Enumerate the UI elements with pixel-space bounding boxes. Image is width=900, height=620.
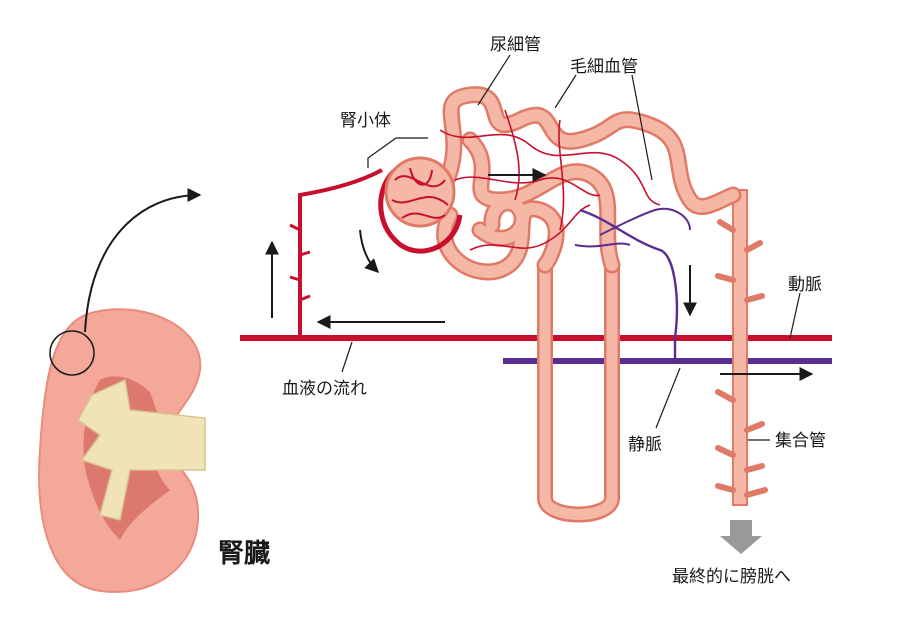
capillary-network [439,109,691,361]
bladder-arrow [720,520,762,554]
blood-flow-label: 血液の流れ [282,379,367,399]
collecting-duct-label: 集合管 [775,431,826,451]
glomerulus [378,156,463,254]
renal-tubule-label: 尿細管 [490,35,541,55]
capillary-label: 毛細血管 [570,57,638,77]
to-bladder-label: 最終的に膀胱へ [672,567,791,587]
artery-label: 動脈 [788,275,822,295]
kidney-illustration [38,188,206,593]
convoluted-tubule [436,86,742,281]
zoom-arrow [84,188,202,333]
leader-lines [341,54,801,441]
loop-of-henle [537,265,620,523]
renal-corpuscle-label: 腎小体 [340,111,391,131]
afferent-arteriole [289,168,383,338]
kidney-label: 腎臓 [218,539,270,569]
renal-corpuscle-bracket [367,137,428,168]
vein-label: 静脈 [628,435,662,455]
collecting-duct [715,189,768,506]
arrow-glomerulus-curve [359,229,379,273]
kidney-pelvis [77,378,206,521]
flow-arrows [265,168,814,381]
zoom-circle [49,330,95,376]
